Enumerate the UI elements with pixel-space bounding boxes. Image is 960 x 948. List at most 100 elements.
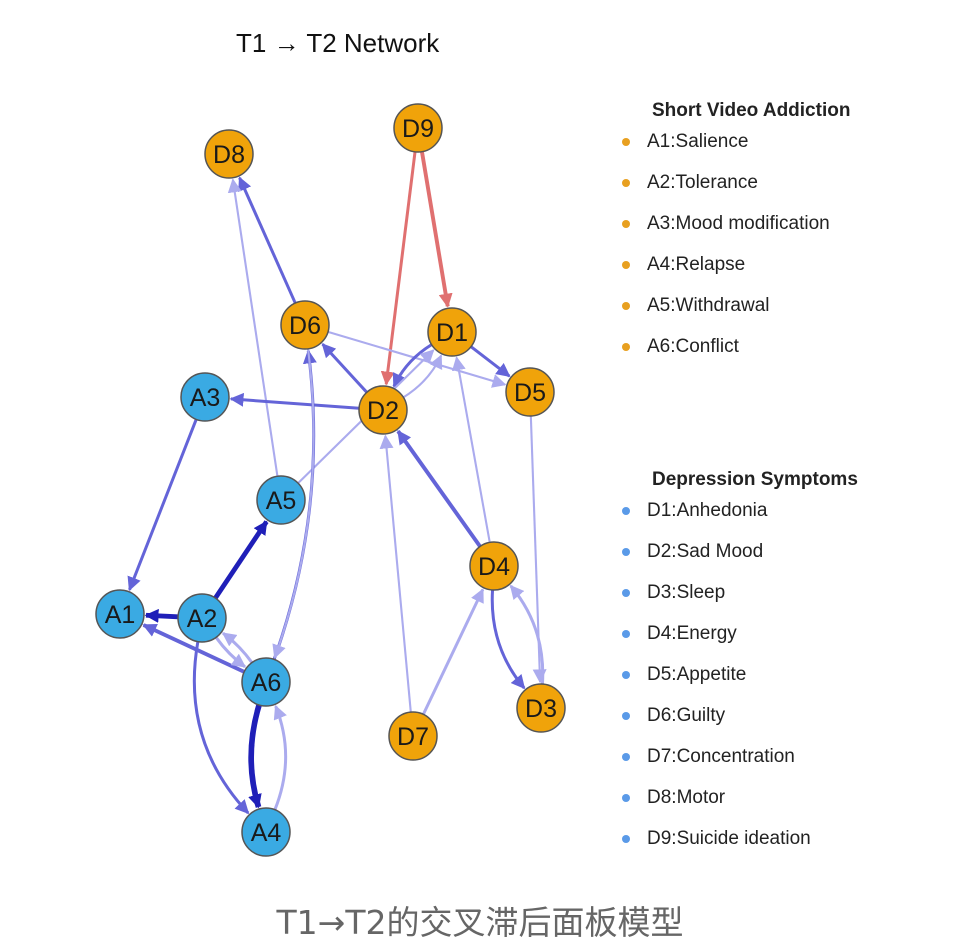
node-label: D2: [367, 397, 399, 425]
legend-dot-icon: [622, 301, 630, 310]
node-A6: A6: [241, 657, 291, 707]
node-D7: D7: [388, 711, 438, 761]
edges: [127, 151, 547, 815]
node-circle: [256, 475, 306, 525]
legend-item: D4:Energy: [612, 622, 737, 646]
node-D6: D6: [280, 300, 330, 350]
legend-item: A5:Withdrawal: [612, 294, 770, 318]
legend-item: A3:Mood modification: [612, 212, 830, 236]
legend-label: D2:Sad Mood: [647, 541, 764, 562]
node-D2: D2: [358, 385, 408, 435]
legend-label: A3:Mood modification: [647, 213, 830, 234]
legend-dot-icon: [622, 506, 630, 515]
edge-A6-A4: [248, 704, 262, 809]
node-D4: D4: [469, 541, 519, 591]
node-circle: [516, 683, 566, 733]
legend-label: D1:Anhedonia: [647, 500, 768, 521]
node-A2: A2: [177, 593, 227, 643]
legend-label: D5:Appetite: [647, 664, 747, 685]
legend-label: D8:Motor: [647, 787, 726, 808]
edge-D4-D1: [451, 356, 491, 543]
node-circle: [241, 657, 291, 707]
node-circle: [505, 367, 555, 417]
edge-D7-D2: [379, 434, 412, 713]
edge-A2-A6: [214, 636, 247, 668]
node-D8: D8: [204, 129, 254, 179]
node-label: D7: [397, 723, 429, 751]
legend-item: D2:Sad Mood: [612, 540, 763, 564]
node-label: D5: [514, 379, 546, 407]
legend-depression-title: Depression Symptoms: [652, 469, 858, 490]
legend-item: D8:Motor: [612, 786, 725, 810]
node-circle: [388, 711, 438, 761]
node-label: A1: [105, 601, 136, 629]
legend-item: D1:Anhedonia: [612, 499, 767, 523]
node-circle: [177, 593, 227, 643]
node-D9: D9: [393, 103, 443, 153]
node-circle: [204, 129, 254, 179]
edge-D1-D5: [470, 345, 511, 378]
node-circle: [393, 103, 443, 153]
node-circle: [280, 300, 330, 350]
legend-label: A4:Relapse: [647, 254, 746, 275]
legend-label: A5:Withdrawal: [647, 295, 770, 316]
legend-dot-icon: [622, 670, 630, 679]
edge-A3-A1: [127, 418, 198, 592]
edge-D5-D3: [529, 415, 547, 684]
legend-dot-icon: [622, 260, 630, 269]
legend-item: A1:Salience: [612, 130, 748, 154]
legend-item: A2:Tolerance: [612, 171, 758, 195]
legend-dot-icon: [622, 588, 630, 597]
edge-D1-D2: [392, 343, 433, 388]
edge-D6-D8: [238, 176, 297, 304]
edge-D4-D3: [490, 589, 526, 690]
legend-label: A6:Conflict: [647, 336, 739, 357]
legend-item: D7:Concentration: [612, 745, 795, 769]
node-A5: A5: [256, 475, 306, 525]
edge-D9-D1: [420, 151, 453, 308]
node-label: A4: [251, 819, 282, 847]
legend-label: D6:Guilty: [647, 705, 726, 726]
node-circle: [95, 589, 145, 639]
node-label: D9: [402, 115, 434, 143]
node-label: D4: [478, 553, 510, 581]
legend-item: D6:Guilty: [612, 704, 725, 728]
legend-addiction-title: Short Video Addiction: [652, 100, 851, 121]
edge-D6-D5: [327, 330, 507, 388]
edge-A2-A1: [144, 608, 179, 623]
node-D3: D3: [516, 683, 566, 733]
legend-dot-icon: [622, 711, 630, 720]
legend-item: D5:Appetite: [612, 663, 746, 687]
edge-A4-A6: [273, 704, 288, 811]
edge-A2-A4: [192, 641, 250, 815]
node-circle: [358, 385, 408, 435]
legend-label: D4:Energy: [647, 623, 737, 644]
legend-dot-icon: [622, 752, 630, 761]
edge-D6-A6: [272, 348, 315, 659]
node-circle: [469, 541, 519, 591]
node-label: D8: [213, 141, 245, 169]
node-label: D3: [525, 695, 557, 723]
edge-D2-D1: [402, 354, 443, 399]
legend-item: A4:Relapse: [612, 253, 745, 277]
edge-D4-D2: [396, 430, 482, 548]
legend-label: A1:Salience: [647, 131, 749, 152]
legend-dot-icon: [622, 629, 630, 638]
node-label: A6: [251, 669, 282, 697]
node-D5: D5: [505, 367, 555, 417]
legend-dot-icon: [622, 342, 630, 351]
legend-item: A6:Conflict: [612, 335, 739, 359]
node-D1: D1: [427, 307, 477, 357]
edge-D3-D4: [509, 584, 545, 685]
edge-A6-A2: [221, 632, 254, 664]
edge-D7-D4: [421, 588, 485, 715]
node-label: D6: [289, 312, 321, 340]
node-circle: [241, 807, 291, 857]
node-A1: A1: [95, 589, 145, 639]
figure-caption: T1→T2的交叉滞后面板模型: [276, 903, 684, 942]
legend-item: D9:Suicide ideation: [612, 827, 811, 851]
edge-D9-D2: [380, 151, 417, 386]
